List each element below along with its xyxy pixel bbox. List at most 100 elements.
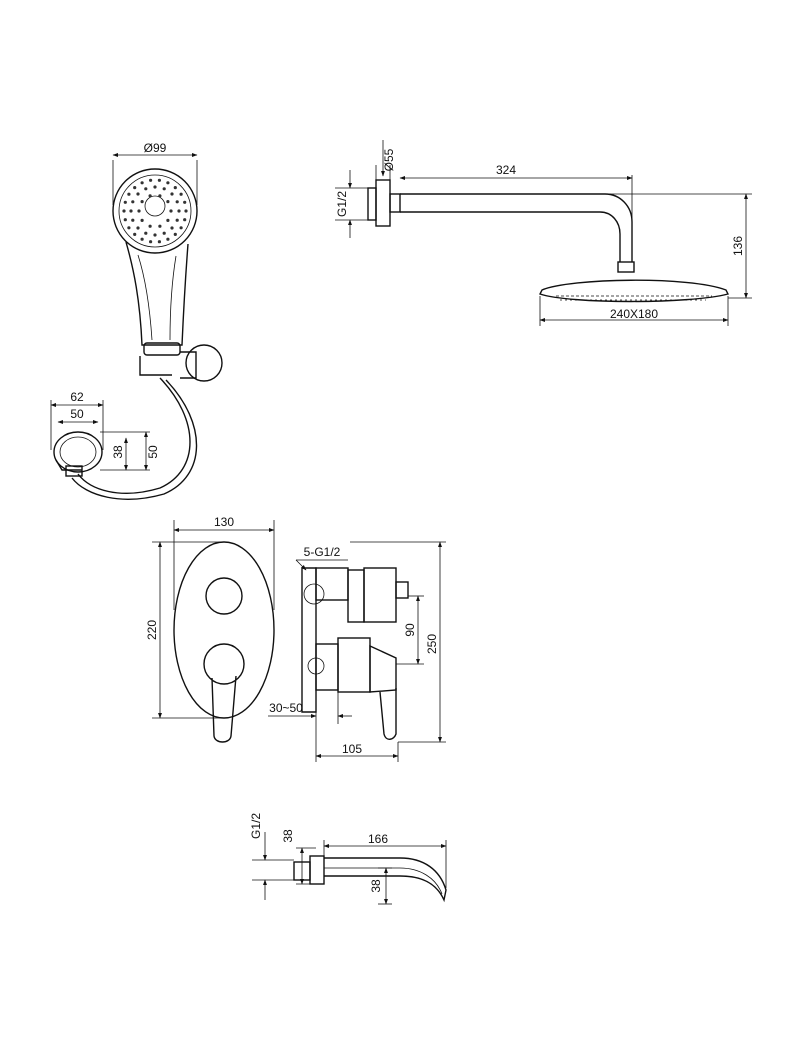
holder-base [55,459,82,471]
nozzle-dot [157,178,161,182]
nozzle-dot [122,209,126,213]
nozzle-dot [131,200,135,204]
shower-arm-bottom [400,211,621,262]
nozzle-dot [179,192,183,196]
hand-shower-bracket-arm [180,351,197,379]
nozzle-dot [148,194,152,198]
cover-plate [173,541,275,719]
side-plate [301,567,317,713]
nozzle-dot [169,209,173,213]
nozzle-dot [175,218,179,222]
nozzle-dot [170,226,174,230]
nozzle-dot [129,209,133,213]
nozzle-dot [136,192,140,196]
mixer-view: 130 220 5-G1/2 250 90 30~50 105 [145,515,446,762]
dim-outlet-thread: 5-G1/2 [304,545,341,559]
dim-hand-head-diameter: Ø99 [144,141,167,155]
nozzle-dot [153,185,157,189]
lever-base [369,644,397,693]
dim-holder-depth-small: 38 [111,445,125,459]
wall-thread-stub [367,187,377,221]
dim-arm-drop: 136 [731,236,745,256]
nozzle-dot [158,194,162,198]
hose-outer [71,379,198,500]
nozzle-dot [162,187,166,191]
dim-overhead-thread: G1/2 [335,191,349,217]
nozzle-dot [175,200,179,204]
dim-head-size: 240X180 [610,307,658,321]
dim-body-depth: 105 [342,742,362,756]
hand-shower-view: Ø99 62 50 38 50 [50,141,223,500]
nozzle-dot [136,226,140,230]
dim-spout-thread: G1/2 [249,813,263,839]
nozzle-dot [149,178,153,182]
nozzle-dot [173,232,177,236]
spout-centerline [324,867,443,895]
spout-collar [309,855,325,885]
nozzle-dot [166,237,170,241]
nozzle-dot [184,209,188,213]
nozzle-dot [123,200,127,204]
diverter-spindle [347,569,365,623]
dim-plate-height: 220 [145,620,159,640]
diverter-cap [363,567,397,623]
nozzle-dot [123,218,127,222]
dim-spout-flange: 38 [281,829,295,843]
dim-outlet-spacing: 90 [403,623,417,637]
diverter-knob [205,577,243,615]
side-outlet-top [303,583,325,605]
hand-shower-hose-nut [143,342,181,356]
cartridge-body [337,637,371,693]
nozzle-dot [133,186,137,190]
nozzle-dot [140,181,144,185]
dim-plate-width: 130 [214,515,234,529]
holder-mount [65,465,83,477]
dim-holder-outer-width: 62 [70,390,84,404]
nozzle-dot [179,226,183,230]
nozzle-dot [157,240,161,244]
nozzle-dot [149,240,153,244]
nozzle-dot [170,192,174,196]
mixer-cartridge-cap [203,643,245,685]
hose [77,377,191,494]
side-outlet-bottom [307,657,325,675]
nozzle-dot [166,200,170,204]
arm-base [389,193,401,213]
hand-shower-face [118,174,192,248]
dim-body-height: 250 [425,634,439,654]
diverter-tip [395,581,409,599]
nozzle-dot [162,231,166,235]
nozzle-dot [173,186,177,190]
hand-shower-connector [139,356,172,376]
nozzle-dot [140,200,144,204]
overhead-shower-view: G1/2 Ø55 324 136 240X180 [335,140,752,326]
wall-flange [375,179,391,227]
shower-arm-top [400,193,633,262]
nozzle-dot [127,192,131,196]
hand-shower-nozzles [122,178,188,244]
nozzle-dot [140,237,144,241]
nozzle-dot [158,224,162,228]
diverter-body [315,567,349,601]
nozzle-dot [133,232,137,236]
dim-holder-inner-width: 50 [70,407,84,421]
dim-flange-diameter: Ø55 [382,148,396,171]
hand-shower-handle-edge-right [169,255,177,341]
hand-shower-wall-outlet [185,344,223,382]
hand-shower-handle [125,241,189,346]
ball-joint [617,261,635,273]
spout-view: G1/2 38 166 38 [249,813,447,905]
nozzle-dot [144,231,148,235]
nozzle-dot [153,233,157,237]
hand-shower-center-ring [144,195,166,217]
overhead-head [539,279,730,303]
dim-arm-length: 324 [496,163,516,177]
nozzle-dot [127,226,131,230]
nozzle-dot [148,224,152,228]
holder-ring [53,431,103,473]
holder-ring-inner [59,436,97,468]
nozzle-dot [137,209,141,213]
mixer-lever [211,675,237,743]
nozzle-dot [140,218,144,222]
